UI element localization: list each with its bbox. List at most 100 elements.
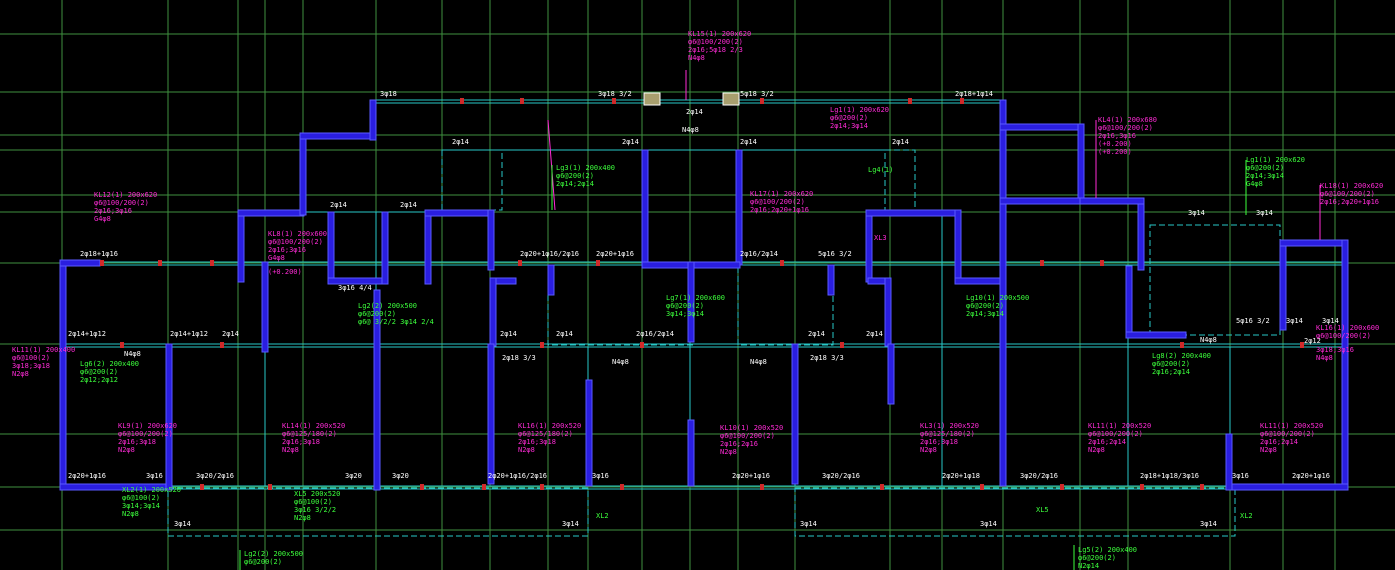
beam-label: KL15(1) 200x620 bbox=[688, 30, 751, 38]
beam-label: KL4(1) 200x680 bbox=[1098, 116, 1157, 124]
beam-label: φ6@100(2) bbox=[122, 494, 160, 502]
section-marker-a[interactable] bbox=[643, 92, 661, 106]
beam-label: 2φ16;2φ14 bbox=[1088, 438, 1126, 446]
beam-label: 2φ14;2φ14 bbox=[556, 180, 594, 188]
rebar-label: N4φ8 bbox=[124, 350, 141, 358]
beam-label: φ6@125/180(2) bbox=[920, 430, 975, 438]
rebar-label: N4φ8 bbox=[682, 126, 699, 134]
beam-label: φ6@200(2) bbox=[1246, 164, 1284, 172]
beam-label: φ6@200(2) bbox=[666, 302, 704, 310]
column-markers bbox=[100, 92, 1304, 490]
beam-label: Lg1(1) 200x620 bbox=[830, 106, 889, 114]
beam-label: φ6@200(2) bbox=[80, 368, 118, 376]
rebar-label: 2φ14 bbox=[330, 201, 347, 209]
beam-label: φ6@100/200(2) bbox=[1320, 190, 1375, 198]
beam-label: φ6@200(2) bbox=[966, 302, 1004, 310]
beam-label: Lg2(2) 200x500 bbox=[244, 550, 303, 558]
rebar-label: 3φ14 bbox=[800, 520, 817, 528]
beam-label: Lg8(2) 200x400 bbox=[1152, 352, 1211, 360]
rebar-label: 3φ14 bbox=[174, 520, 191, 528]
beam-label: N2φ8 bbox=[1088, 446, 1105, 454]
rebar-label: 2φ18 3/3 bbox=[810, 354, 844, 362]
rebar-label: 2φ14+1φ12 bbox=[68, 330, 106, 338]
rebar-label: 2φ14 bbox=[452, 138, 469, 146]
beam-label: 2φ14;3φ14 bbox=[1246, 172, 1284, 180]
beam-label: N2φ8 bbox=[518, 446, 535, 454]
rebar-label: 2φ18+1φ18/3φ16 bbox=[1140, 472, 1199, 480]
rebar-label: 2φ14 bbox=[866, 330, 883, 338]
beam-label: 2φ16;5φ18 2/3 bbox=[688, 46, 743, 54]
beam-label: φ6@100/200(2) bbox=[750, 198, 805, 206]
annotation-text: KL15(1) 200x620 φ6@100/200(2) 2φ16;5φ18 … bbox=[12, 30, 1383, 570]
beam-label: φ6@100/200(2) bbox=[720, 432, 775, 440]
beam-label: XL2 bbox=[596, 512, 609, 520]
beam-label: 2φ16;2φ14 bbox=[1260, 438, 1298, 446]
beam-label: KL3(1) 200x520 bbox=[920, 422, 979, 430]
beam-label: φ6@100/200(2) bbox=[1098, 124, 1153, 132]
beam-label: φ6@100/200(2) bbox=[688, 38, 743, 46]
beam-label: 2φ16;3φ18 bbox=[118, 438, 156, 446]
beam-label: KL16(1) 200x600 bbox=[1316, 324, 1379, 332]
rebar-label: 2φ14 bbox=[556, 330, 573, 338]
rebar-label: 5φ16 3/2 bbox=[1236, 317, 1270, 325]
rebar-label: 3φ18 bbox=[380, 90, 397, 98]
rebar-label: 3φ14 bbox=[562, 520, 579, 528]
beam-label: φ6@200(2) bbox=[1152, 360, 1190, 368]
rebar-label: 2φ14 bbox=[400, 201, 417, 209]
beam-label: 2φ16;3φ18 bbox=[282, 438, 320, 446]
beam-label: KL17(1) 200x620 bbox=[750, 190, 813, 198]
rebar-label: 3φ20/2φ16 bbox=[822, 472, 860, 480]
rebar-label: 2φ14 bbox=[740, 138, 757, 146]
beam-label: 2φ16;3φ18 bbox=[518, 438, 556, 446]
beam-label: 2φ16;3φ16 bbox=[1098, 132, 1136, 140]
beam-label: Lg3(1) 200x400 bbox=[556, 164, 615, 172]
rebar-label: 3φ16 bbox=[1232, 472, 1249, 480]
beam-label: Lg6(2) 200x400 bbox=[80, 360, 139, 368]
beam-label: φ6@200(2) bbox=[556, 172, 594, 180]
beam-label: N2φ8 bbox=[118, 446, 135, 454]
beam-label: 3φ18;3φ18 bbox=[12, 362, 50, 370]
beam-label: N2φ8 bbox=[920, 446, 937, 454]
shear-walls bbox=[59, 99, 1349, 491]
beam-label: φ6@100/200(2) bbox=[1316, 332, 1371, 340]
beam-label: 2φ16;3φ16 bbox=[94, 207, 132, 215]
beam-label: Lg2(2) 200x500 bbox=[358, 302, 417, 310]
rebar-label: N4φ8 bbox=[750, 358, 767, 366]
leader-lines bbox=[239, 70, 1321, 570]
rebar-label: 2φ18+1φ16 bbox=[80, 250, 118, 258]
beam-label: N2φ8 bbox=[294, 514, 311, 522]
rebar-label: 3φ14 bbox=[980, 520, 997, 528]
rebar-label: 2φ16/2φ14 bbox=[740, 250, 778, 258]
beam-label: φ6@125/180(2) bbox=[518, 430, 573, 438]
rebar-label: 2φ14 bbox=[892, 138, 909, 146]
beam-label: φ6@ 3/2/2 3φ14 2/4 bbox=[358, 318, 434, 326]
beam-label: φ6@125/180(2) bbox=[282, 430, 337, 438]
rebar-label: 3φ20/2φ16 bbox=[196, 472, 234, 480]
beam-label: 2φ16;2φ14 bbox=[1152, 368, 1190, 376]
beam-label: KL11(1) 200x520 bbox=[1088, 422, 1151, 430]
beam-label: φ6@200(2) bbox=[244, 558, 282, 566]
rebar-label: 2φ20+1φ16/2φ16 bbox=[488, 472, 547, 480]
rebar-label: 2φ14+1φ12 bbox=[170, 330, 208, 338]
beam-label: φ6@100/200(2) bbox=[94, 199, 149, 207]
beam-label: N2φ8 bbox=[122, 510, 139, 518]
beam-label: XL3 bbox=[874, 234, 887, 242]
beam-label: N4φ8 bbox=[1316, 354, 1333, 362]
beam-label: φ6@100(2) bbox=[12, 354, 50, 362]
beam-label: N4φ8 bbox=[688, 54, 705, 62]
beam-label: N2φ8 bbox=[1260, 446, 1277, 454]
rebar-label: 3φ14 bbox=[1200, 520, 1217, 528]
beam-label: KL11(1) 200x400 bbox=[12, 346, 75, 354]
beam-label: φ6@100/200(2) bbox=[268, 238, 323, 246]
section-marker-b[interactable] bbox=[722, 92, 740, 106]
beam-label: KL11(1) 200x520 bbox=[1260, 422, 1323, 430]
beam-label: 2φ16;2φ16 bbox=[720, 440, 758, 448]
rebar-label: 2φ18 3/3 bbox=[502, 354, 536, 362]
beam-label: XL2(1) 200x520 bbox=[122, 486, 181, 494]
beam-label: 3φ16 3/2/2 bbox=[294, 506, 336, 514]
rebar-label: 2φ16/2φ14 bbox=[636, 330, 674, 338]
rebar-label: 3φ14 bbox=[1322, 317, 1339, 325]
rebar-label: 3φ20/2φ16 bbox=[1020, 472, 1058, 480]
